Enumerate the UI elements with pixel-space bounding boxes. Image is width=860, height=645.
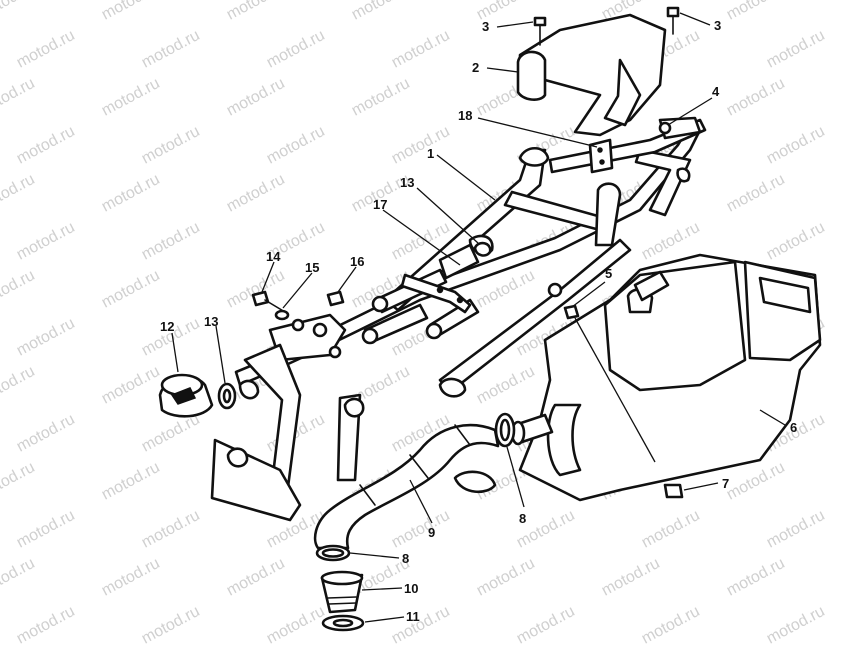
watermark-text: motod.ru <box>99 555 163 600</box>
frame-assembly <box>210 118 707 522</box>
watermark-text: motod.ru <box>14 603 78 645</box>
watermark-text: motod.ru <box>639 507 703 552</box>
watermark-text: motod.ru <box>724 0 788 24</box>
callout-8-lower: 8 <box>402 551 409 566</box>
callout-13-left: 13 <box>204 314 218 329</box>
callout-16: 16 <box>350 254 364 269</box>
callout-2: 2 <box>472 60 479 75</box>
watermark-text: motod.ru <box>724 555 788 600</box>
watermark-text: motod.ru <box>639 603 703 645</box>
watermark-text: motod.ru <box>389 507 453 552</box>
watermark-text: motod.ru <box>0 75 38 120</box>
watermark-text: motod.ru <box>514 603 578 645</box>
callout-9: 9 <box>428 525 435 540</box>
watermark-text: motod.ru <box>99 459 163 504</box>
callout-6: 6 <box>790 420 797 435</box>
watermark-text: motod.ru <box>389 123 453 168</box>
callout-7: 7 <box>722 476 729 491</box>
watermark-text: motod.ru <box>764 507 828 552</box>
watermark-text: motod.ru <box>0 555 38 600</box>
watermark-text: motod.ru <box>264 123 328 168</box>
hose-clamps <box>315 412 516 562</box>
callout-4: 4 <box>712 84 720 99</box>
watermark-text: motod.ru <box>14 507 78 552</box>
watermark-text: motod.ru <box>764 123 828 168</box>
watermark-text: motod.ru <box>0 171 38 216</box>
watermark-text: motod.ru <box>139 603 203 645</box>
watermark-text: motod.ru <box>99 0 163 24</box>
fitting-and-washer <box>320 570 365 632</box>
watermark-text: motod.ru <box>764 27 828 72</box>
watermark-text: motod.ru <box>139 411 203 456</box>
rear-bracket <box>516 13 702 183</box>
watermark-text: motod.ru <box>0 0 38 24</box>
callout-13-upper: 13 <box>400 175 414 190</box>
watermark-text: motod.ru <box>14 411 78 456</box>
watermark-text: motod.ru <box>139 219 203 264</box>
callout-10: 10 <box>404 581 418 596</box>
watermark-text: motod.ru <box>599 555 663 600</box>
watermark-text: motod.ru <box>14 315 78 360</box>
callout-15: 15 <box>305 260 319 275</box>
watermark-text: motod.ru <box>14 27 78 72</box>
small-hardware <box>251 241 580 321</box>
watermark-text: motod.ru <box>99 171 163 216</box>
callout-1: 1 <box>427 146 434 161</box>
bolts-top <box>533 6 680 46</box>
callout-5: 5 <box>605 266 612 281</box>
watermark-text: motod.ru <box>224 75 288 120</box>
oil-tank <box>453 253 822 502</box>
watermark-text: motod.ru <box>764 219 828 264</box>
watermark-text: motod.ru <box>99 75 163 120</box>
watermark-text: motod.ru <box>264 603 328 645</box>
callout-3-left: 3 <box>482 19 489 34</box>
callout-18: 18 <box>458 108 472 123</box>
callout-12: 12 <box>160 319 174 334</box>
watermark-text: motod.ru <box>224 0 288 24</box>
watermark-text: motod.ru <box>724 75 788 120</box>
callout-8-upper: 8 <box>519 511 526 526</box>
watermark-text: motod.ru <box>139 507 203 552</box>
watermark-text: motod.ru <box>0 459 38 504</box>
watermark-text: motod.ru <box>139 27 203 72</box>
watermark-text: motod.ru <box>389 603 453 645</box>
watermark-text: motod.ru <box>264 27 328 72</box>
filler-cap <box>158 373 237 418</box>
watermark-text: motod.ru <box>99 363 163 408</box>
watermark-text: motod.ru <box>0 267 38 312</box>
leader-lines <box>171 12 786 623</box>
watermark-text: motod.ru <box>139 123 203 168</box>
watermark-text: motod.ru <box>474 555 538 600</box>
watermark-text: motod.ru <box>349 75 413 120</box>
watermark-text: motod.ru <box>389 27 453 72</box>
watermark-text: motod.ru <box>764 603 828 645</box>
watermark-text: motod.ru <box>724 171 788 216</box>
watermark-text: motod.ru <box>349 0 413 24</box>
watermark-text: motod.ru <box>99 267 163 312</box>
oil-hose <box>313 423 500 550</box>
callout-labels: 1 2 3 3 4 5 6 7 8 8 9 10 11 12 13 13 14 … <box>160 18 797 624</box>
callout-17: 17 <box>373 197 387 212</box>
watermark-text: motod.ru <box>14 123 78 168</box>
watermark-text: motod.ru <box>224 171 288 216</box>
callout-3-right: 3 <box>714 18 721 33</box>
watermark-text: motod.ru <box>14 219 78 264</box>
watermark-text: motod.ru <box>0 363 38 408</box>
callout-14: 14 <box>266 249 281 264</box>
callout-11: 11 <box>406 609 420 624</box>
watermark-text: motod.ru <box>224 555 288 600</box>
watermark-text: motod.ru <box>474 363 538 408</box>
